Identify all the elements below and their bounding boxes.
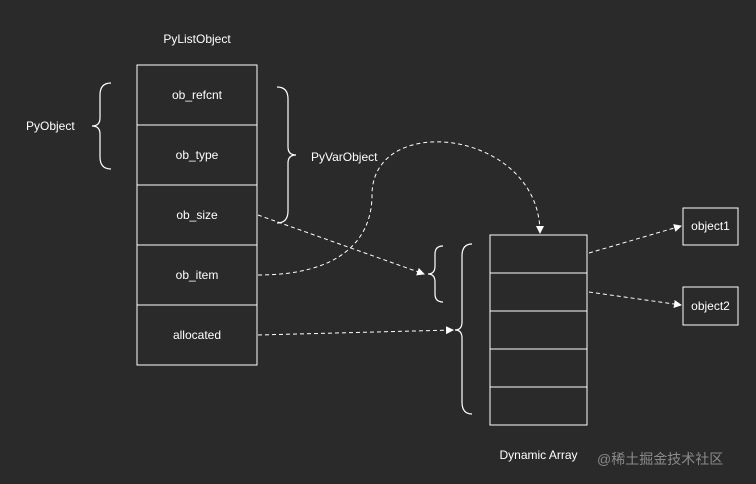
struct-title: PyListObject <box>163 32 231 46</box>
ob-size-arrow <box>257 214 425 276</box>
object2-label: object2 <box>691 299 730 313</box>
array-slot <box>489 272 588 312</box>
pyobject-brace <box>91 82 112 170</box>
allocated-arrow <box>257 326 454 336</box>
size-brace <box>427 245 444 303</box>
pyvarobject-brace <box>276 86 297 224</box>
object1-box <box>682 207 739 246</box>
field-label-allocated: allocated <box>172 328 222 342</box>
field-label-ob-type: ob_type <box>175 148 219 162</box>
field-label-ob-item: ob_item <box>175 268 219 282</box>
dynamic-array-label: Dynamic Array <box>499 448 578 462</box>
watermark-text: @稀土掘金技术社区 <box>597 451 724 467</box>
pyvarobject-label: PyVarObject <box>311 150 378 164</box>
allocated-brace <box>454 243 473 415</box>
ob-item-pointer-arrow <box>257 141 544 276</box>
dynamic-array <box>489 234 588 426</box>
field-box-allocated <box>136 304 258 366</box>
object2-box <box>682 286 739 326</box>
array-slot <box>489 386 588 426</box>
array-slot <box>489 234 588 274</box>
array-slot <box>489 348 588 388</box>
array-slot <box>489 310 588 350</box>
slot2-to-object2-arrow <box>588 291 682 308</box>
object1-label: object1 <box>691 219 730 233</box>
pyobject-label: PyObject <box>26 119 75 133</box>
field-label-ob-refcnt: ob_refcnt <box>171 88 223 102</box>
field-label-ob-size: ob_size <box>176 208 218 222</box>
pylistobject-struct <box>136 64 258 366</box>
slot1-to-object1-arrow <box>588 224 682 254</box>
